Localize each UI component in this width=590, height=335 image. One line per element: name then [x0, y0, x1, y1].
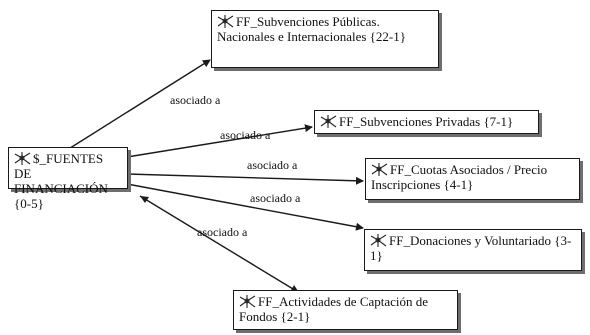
node-title: $_FUENTES DE FINANCIACIÓN {0-5} — [14, 151, 108, 211]
network-node-icon — [320, 114, 337, 129]
node-title: FF_Cuotas Asociados / Precio Inscripcion… — [371, 162, 548, 192]
node-cuotas-asociados[interactable]: FF_Cuotas Asociados / Precio Inscripcion… — [365, 158, 580, 200]
node-subvenciones-privadas[interactable]: FF_Subvenciones Privadas {7-1} — [314, 110, 539, 134]
edge-label: asociado a — [250, 191, 301, 205]
node-subvenciones-publicas[interactable]: FF_Subvenciones Públicas. Nacionales e I… — [211, 10, 439, 68]
edge-label: asociado a — [247, 158, 298, 172]
edge-origin-arrow — [140, 196, 149, 203]
edge-label: asociado a — [170, 93, 221, 107]
node-title: FF_Subvenciones Públicas. Nacionales e I… — [217, 14, 406, 44]
node-captacion-fondos[interactable]: FF_Actividades de Captación de Fondos {2… — [233, 290, 458, 330]
edge-to-subvenciones-publicas[interactable] — [66, 59, 211, 151]
node-title: FF_Actividades de Captación de Fondos {2… — [239, 294, 429, 324]
edge-to-donaciones[interactable] — [126, 183, 364, 231]
edge-label: asociado a — [197, 225, 248, 239]
node-title: FF_Donaciones y Voluntariado {3-1} — [370, 233, 572, 263]
network-node-icon — [370, 233, 387, 248]
edge-to-subvenciones-privadas[interactable] — [126, 124, 313, 158]
network-node-icon — [14, 151, 31, 166]
node-fuentes-financiacion[interactable]: $_FUENTES DE FINANCIACIÓN {0-5} — [8, 147, 128, 211]
edge-to-captacion-fondos[interactable] — [139, 195, 299, 293]
edge-to-cuotas-asociados[interactable] — [126, 173, 364, 185]
node-title: FF_Subvenciones Privadas {7-1} — [339, 114, 514, 129]
node-donaciones[interactable]: FF_Donaciones y Voluntariado {3-1} — [364, 229, 582, 271]
edge-label: asociado a — [220, 128, 271, 142]
network-node-icon — [371, 162, 388, 177]
network-node-icon — [239, 294, 256, 309]
network-node-icon — [217, 14, 234, 29]
